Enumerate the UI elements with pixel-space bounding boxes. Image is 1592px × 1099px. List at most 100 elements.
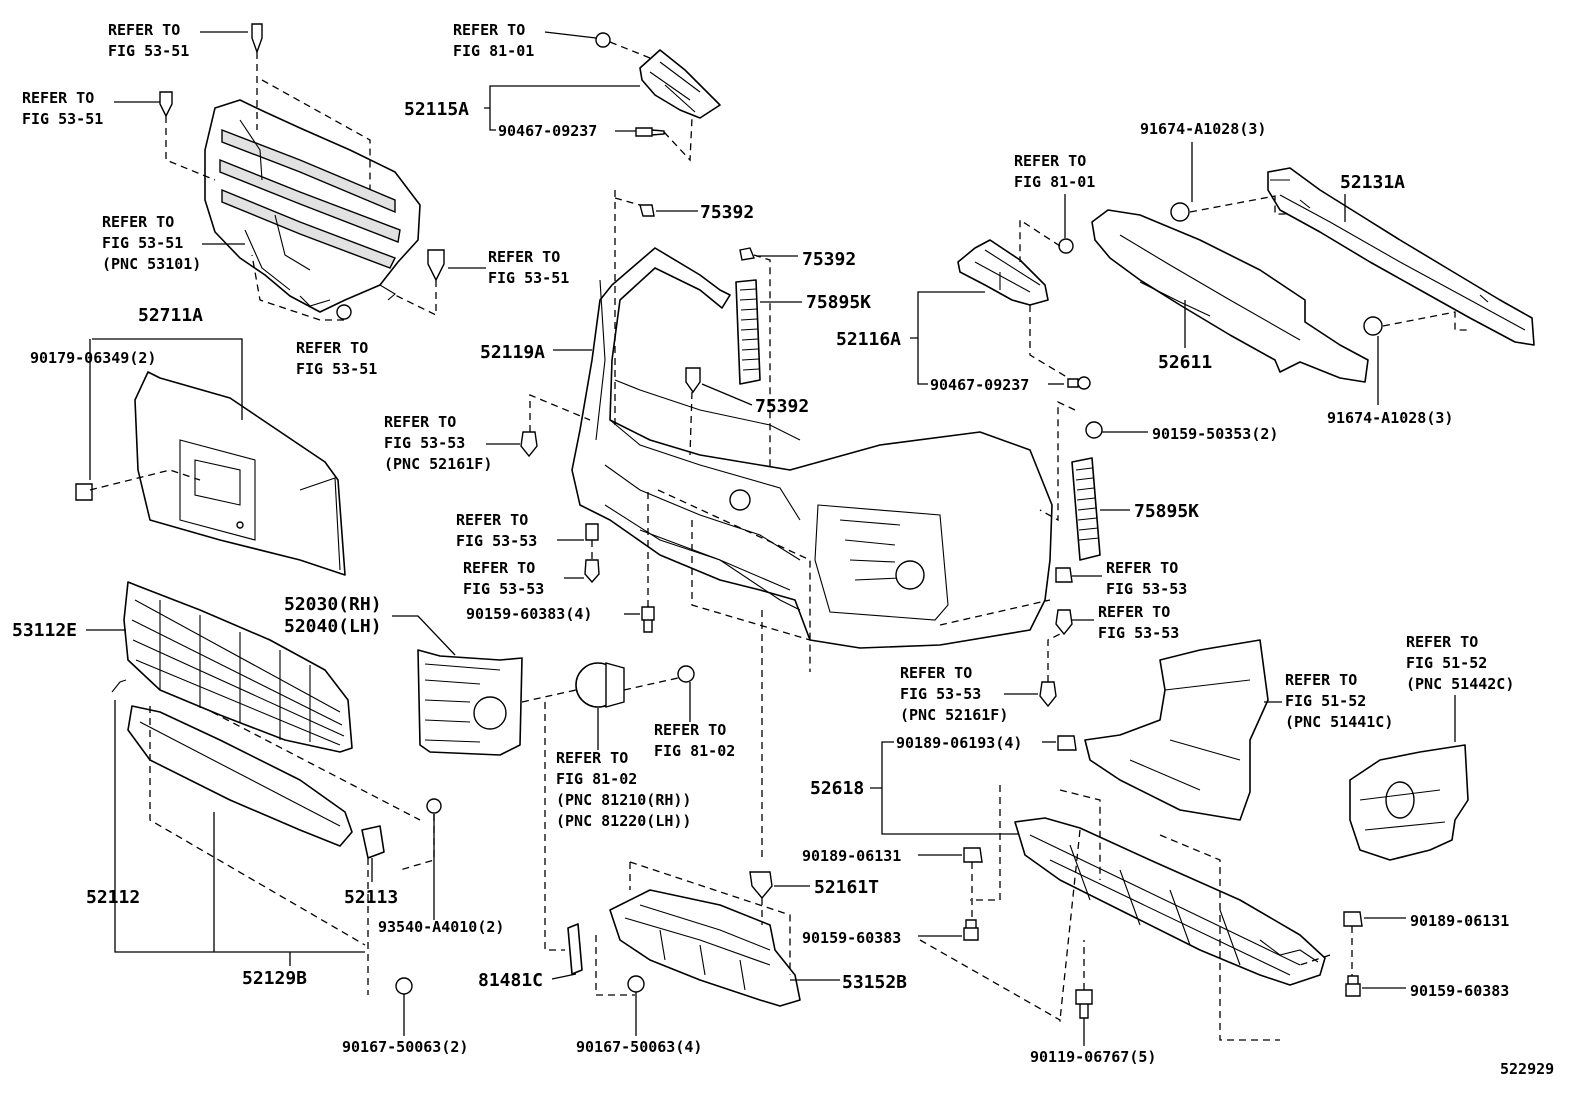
part-91674-top-label: 91674-A1028(3) <box>1140 120 1266 138</box>
svg-text:FIG 81-01: FIG 81-01 <box>1014 173 1095 191</box>
lower-grille-53112e-drawing <box>123 581 353 753</box>
svg-text:FIG 53-53: FIG 53-53 <box>456 532 537 550</box>
svg-text:FIG 81-02: FIG 81-02 <box>556 770 637 788</box>
svg-text:(PNC 53101): (PNC 53101) <box>102 255 201 273</box>
refer-fog-lamp-label: REFER TO FIG 81-02 (PNC 81210(RH)) (PNC … <box>556 749 691 830</box>
refer-grille-clip-left-label: REFER TO FIG 53-51 <box>22 89 103 128</box>
svg-text:FIG 53-53: FIG 53-53 <box>384 434 465 452</box>
bolt-top-right-icon <box>595 32 665 137</box>
clip-52161f-right-icon <box>1039 681 1057 708</box>
license-bracket-drawing <box>134 371 346 576</box>
part-90159-50353-label: 90159-50353(2) <box>1152 425 1278 443</box>
bolt-90159-60383-b-icon <box>1345 975 1361 997</box>
part-52119a-label: 52119A <box>480 342 545 363</box>
svg-text:(PNC 81210(RH)): (PNC 81210(RH)) <box>556 791 691 809</box>
molding-52113-drawing <box>361 825 385 859</box>
seal-81481c-drawing <box>567 923 583 975</box>
refer-bracket-rh-top-label: REFER TO FIG 81-01 <box>453 21 534 60</box>
svg-text:FIG 81-02: FIG 81-02 <box>654 742 735 760</box>
part-91674-bottom-label: 91674-A1028(3) <box>1327 409 1453 427</box>
svg-text:(PNC 81220(LH)): (PNC 81220(LH)) <box>556 812 691 830</box>
refer-grille-clip-right-label: REFER TO FIG 53-51 <box>488 248 569 287</box>
svg-text:REFER TO: REFER TO <box>384 413 456 431</box>
bolt-90159-60383-a-icon <box>963 919 979 941</box>
bolt-90159-60383-4-icon <box>641 606 655 633</box>
refer-cover-51442c-label: REFER TO FIG 51-52 (PNC 51442C) <box>1406 633 1514 693</box>
part-53152b-label: 53152B <box>842 972 907 993</box>
screw-93540-icon <box>426 798 442 814</box>
refer-grille-clip-bottom-label: REFER TO FIG 53-51 <box>296 339 377 378</box>
clip-left-b-icon <box>584 559 600 584</box>
bolt-91674-bottom-icon <box>1363 316 1383 336</box>
part-52611-label: 52611 <box>1158 352 1212 373</box>
clip-right-b-icon <box>1055 609 1073 636</box>
part-52131a-label: 52131A <box>1340 172 1405 193</box>
nut-90189-06193-icon <box>1057 735 1077 751</box>
refer-bracket-lh-top-label: REFER TO FIG 81-01 <box>1014 152 1095 191</box>
part-90189-06193-label: 90189-06193(4) <box>896 734 1022 752</box>
part-52030-label: 52030(RH) <box>284 594 382 615</box>
screw-90167-4-icon <box>627 975 645 993</box>
bolt-right-52116a-icon <box>1067 376 1091 390</box>
part-90167-2-label: 90167-50063(2) <box>342 1038 468 1056</box>
part-53112e-label: 53112E <box>12 620 77 641</box>
refer-clip-52161f-right-label: REFER TO FIG 53-53 (PNC 52161F) <box>900 664 1008 724</box>
svg-text:REFER TO: REFER TO <box>463 559 535 577</box>
clip-right-a-icon <box>1055 567 1073 583</box>
part-75392-b-label: 75392 <box>802 249 856 270</box>
refer-clip-right-a-label: REFER TO FIG 53-53 <box>1106 559 1187 598</box>
svg-text:FIG 53-53: FIG 53-53 <box>463 580 544 598</box>
svg-text:REFER TO: REFER TO <box>453 21 525 39</box>
svg-text:REFER TO: REFER TO <box>654 721 726 739</box>
reinforcement-52131a-drawing <box>1267 167 1535 346</box>
part-90159-60383-a-label: 90159-60383 <box>802 929 901 947</box>
refer-clip-left-b-label: REFER TO FIG 53-53 <box>463 559 544 598</box>
part-75895k-b-label: 75895K <box>1134 501 1199 522</box>
part-90119-label: 90119-06767(5) <box>1030 1048 1156 1066</box>
part-52112-label: 52112 <box>86 887 140 908</box>
clip-75392-a-icon <box>639 204 655 217</box>
svg-text:FIG 81-01: FIG 81-01 <box>453 42 534 60</box>
svg-text:REFER TO: REFER TO <box>556 749 628 767</box>
figure-id: 522929 <box>1500 1060 1554 1078</box>
bolt-91674-top-icon <box>1170 202 1190 222</box>
part-52618-label: 52618 <box>810 778 864 799</box>
svg-text:FIG 53-53: FIG 53-53 <box>1106 580 1187 598</box>
svg-text:REFER TO: REFER TO <box>1406 633 1478 651</box>
part-93540-label: 93540-A4010(2) <box>378 918 504 936</box>
clip-52161t-icon <box>749 871 773 900</box>
svg-text:FIG 51-52: FIG 51-52 <box>1285 692 1366 710</box>
svg-text:(PNC 51442C): (PNC 51442C) <box>1406 675 1514 693</box>
svg-text:FIG 53-51: FIG 53-51 <box>22 110 103 128</box>
svg-text:REFER TO: REFER TO <box>296 339 368 357</box>
part-75895k-a-label: 75895K <box>806 292 871 313</box>
grille-clip-right-icon <box>427 249 445 282</box>
part-52129b-label: 52129B <box>242 968 307 989</box>
svg-text:REFER TO: REFER TO <box>1106 559 1178 577</box>
fog-bezel-drawing <box>417 649 523 756</box>
grille-insert-75895k-a-drawing <box>735 279 761 385</box>
grille-clip-top-icon <box>251 23 263 55</box>
screw-90167-2-icon <box>395 977 413 995</box>
refer-grille-label: REFER TO FIG 53-51 (PNC 53101) <box>102 213 201 273</box>
part-90159-60383-b-label: 90159-60383 <box>1410 982 1509 1000</box>
svg-text:REFER TO: REFER TO <box>456 511 528 529</box>
part-90159-60383-4-label: 90159-60383(4) <box>466 605 592 623</box>
under-cover-52618-drawing <box>1014 817 1326 986</box>
grille-clip-left-icon <box>159 91 173 118</box>
fog-lamp-drawing <box>575 662 625 708</box>
molding-52112-drawing <box>111 679 353 847</box>
part-90467-right-label: 90467-09237 <box>930 376 1029 394</box>
svg-text:(PNC 51441C): (PNC 51441C) <box>1285 713 1393 731</box>
part-52161t-label: 52161T <box>814 877 879 898</box>
clip-52161f-left-icon <box>520 431 538 458</box>
clip-75392-b-icon <box>739 247 755 261</box>
clip-75392-c-icon <box>685 367 701 394</box>
under-cover-lh-drawing <box>1349 744 1469 861</box>
svg-text:FIG 53-53: FIG 53-53 <box>900 685 981 703</box>
refer-grille-clip-top-label: REFER TO FIG 53-51 <box>108 21 189 60</box>
part-75392-c-label: 75392 <box>755 396 809 417</box>
absorber-52611-drawing <box>1091 209 1369 383</box>
refer-clip-left-a-label: REFER TO FIG 53-53 <box>456 511 537 550</box>
grille-nut-icon <box>336 304 352 320</box>
